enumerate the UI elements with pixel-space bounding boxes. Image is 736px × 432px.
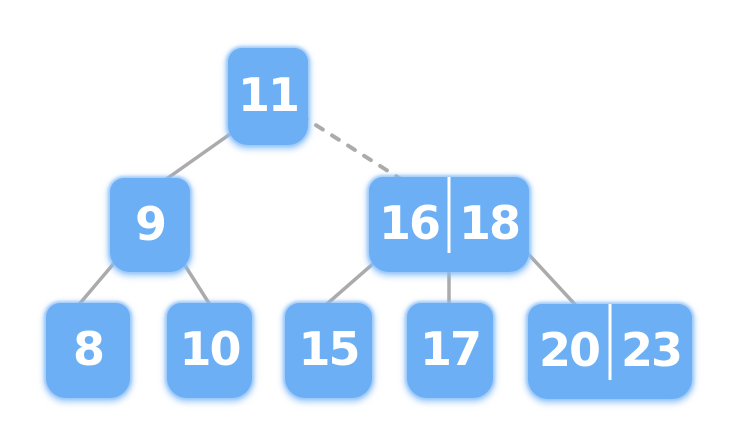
node-key: 11 (237, 68, 300, 122)
node-key: 16 (378, 196, 441, 250)
tree-node-16-18: 16 18 (369, 177, 529, 272)
node-key: 8 (72, 322, 105, 376)
tree-node-17: 17 (407, 303, 493, 398)
tree-node-10: 10 (167, 303, 252, 398)
node-key: 18 (458, 196, 521, 250)
node-key: 23 (620, 323, 683, 377)
edge-11-to-16-18 (298, 113, 412, 187)
tree-node-20-23: 20 23 (528, 304, 692, 399)
node-key: 20 (538, 323, 601, 377)
node-key: 10 (179, 322, 241, 376)
node-key: 17 (419, 322, 482, 376)
tree-node-9: 9 (110, 178, 190, 272)
key-divider (447, 177, 451, 253)
key-divider (608, 304, 612, 380)
node-key: 9 (134, 196, 167, 251)
tree-node-11: 11 (228, 48, 308, 145)
tree-node-8: 8 (46, 303, 130, 398)
node-key: 15 (298, 322, 360, 376)
tree-node-15: 15 (285, 303, 372, 398)
edge-16-18-to-20-23 (518, 243, 584, 314)
